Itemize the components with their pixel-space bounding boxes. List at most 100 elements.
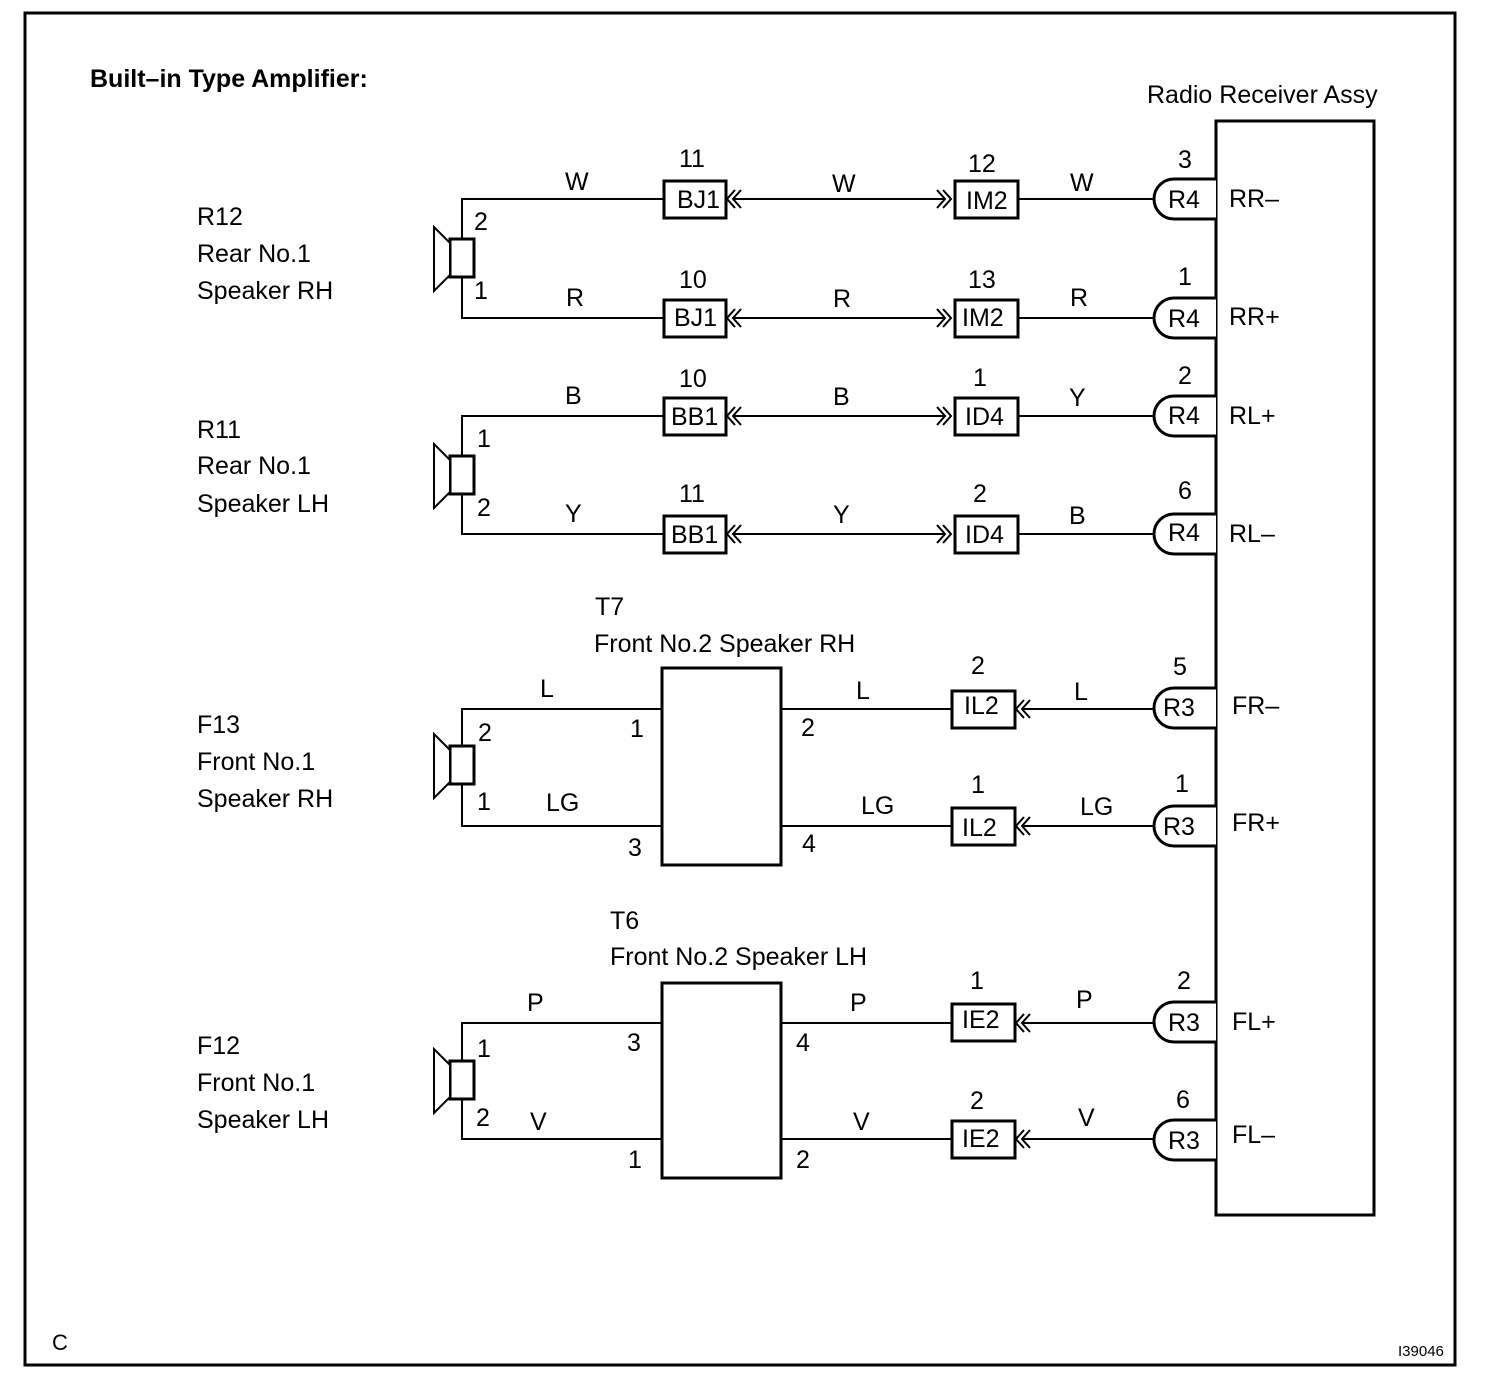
wire-color: W (832, 170, 856, 198)
radio-pin: 1 (1178, 263, 1192, 291)
speaker-icon (433, 1046, 476, 1116)
junction-connector: ID4 (965, 521, 1004, 549)
junction-connector: ID4 (965, 403, 1004, 431)
radio-terminal: FL+ (1232, 1008, 1276, 1036)
junction-connector: IM2 (962, 304, 1004, 332)
figure-id: I39046 (1398, 1343, 1444, 1360)
pin-bottom: 1 (477, 788, 491, 816)
tweeter-name: Front No.2 Speaker RH (594, 630, 855, 658)
tweeter-pin-in: 3 (627, 1029, 641, 1057)
tweeter-pin-in: 1 (630, 715, 644, 743)
junction-connector: BB1 (671, 403, 718, 431)
radio-pin: 1 (1175, 770, 1189, 798)
radio-terminal: RL+ (1229, 402, 1276, 430)
radio-receiver-box (1214, 119, 1376, 1217)
speaker-name-line1: Rear No.1 (197, 240, 311, 268)
junction-connector: IM2 (966, 187, 1008, 215)
tweeter-pin-in: 1 (628, 1146, 642, 1174)
speaker-icon (433, 731, 476, 801)
speaker-name-line2: Speaker LH (197, 1106, 329, 1134)
wire-color: V (1078, 1104, 1095, 1132)
connector-pin: 2 (970, 1087, 984, 1115)
wire-color: V (853, 1108, 870, 1136)
connector-pin: 1 (973, 364, 987, 392)
wire-color: P (527, 989, 544, 1017)
junction-connector: IE2 (962, 1006, 1000, 1034)
connector-pin: 10 (679, 365, 707, 393)
radio-pin: 6 (1178, 477, 1192, 505)
wire-color: LG (861, 792, 894, 820)
radio-terminal: RL– (1229, 520, 1275, 548)
radio-terminal: FL– (1232, 1121, 1275, 1149)
tweeter-name: Front No.2 Speaker LH (610, 943, 867, 971)
speaker-name-line2: Speaker RH (197, 277, 333, 305)
speaker-icon (433, 224, 476, 294)
tweeter-pin-out: 2 (796, 1146, 810, 1174)
tweeter-pin-out: 4 (802, 830, 816, 858)
radio-connector: R3 (1168, 1009, 1200, 1037)
radio-connector: R4 (1168, 186, 1200, 214)
tweeter-code: T6 (610, 907, 639, 935)
connector-pin: 11 (679, 480, 705, 508)
junction-connector: BJ1 (677, 186, 720, 214)
pin-top: 2 (478, 719, 492, 747)
speaker-name-line1: Front No.1 (197, 1069, 315, 1097)
wire-color: B (833, 383, 850, 411)
radio-terminal: RR+ (1229, 303, 1280, 331)
speaker-code: R12 (197, 203, 243, 231)
speaker-icon (433, 441, 476, 511)
speaker-f13-group: T7 Front No.2 Speaker RH F13 Front No.1 … (197, 593, 1280, 867)
radio-connector: R3 (1163, 813, 1195, 841)
junction-connector: IL2 (962, 814, 997, 842)
speaker-r11-group: R11 Rear No.1 Speaker LH 1 2 B 10 BB1 B … (197, 362, 1276, 556)
radio-connector: R3 (1163, 694, 1195, 722)
radio-pin: 3 (1178, 146, 1192, 174)
speaker-code: R11 (197, 416, 241, 444)
tweeter-box (660, 981, 783, 1180)
pin-top: 1 (477, 425, 491, 453)
diagram-frame (23, 11, 1457, 1367)
connector-pin: 2 (973, 480, 987, 508)
radio-connector: R3 (1168, 1127, 1200, 1155)
junction-connector: BB1 (671, 521, 718, 549)
wire-color: W (565, 168, 589, 196)
wire-color: L (540, 675, 554, 703)
radio-terminal: RR– (1229, 185, 1279, 213)
connector-pin: 13 (968, 266, 996, 294)
junction-connector: IE2 (962, 1125, 1000, 1153)
wire-color: L (1074, 678, 1088, 706)
speaker-r12-group: R12 Rear No.1 Speaker RH 2 1 W 11 BJ1 W … (197, 145, 1280, 340)
speaker-code: F12 (197, 1032, 240, 1060)
wire-color: LG (546, 789, 579, 817)
radio-terminal: FR– (1232, 692, 1279, 720)
radio-pin: 5 (1173, 653, 1187, 681)
connector-pin: 1 (970, 967, 984, 995)
pin-top: 1 (477, 1035, 491, 1063)
diagram-title: Built–in Type Amplifier: (90, 65, 368, 93)
wire-color: R (1070, 284, 1088, 312)
wire-color: Y (1069, 384, 1086, 412)
tweeter-pin-in: 3 (628, 834, 642, 862)
connector-pin: 2 (971, 652, 985, 680)
wire-color: R (566, 284, 584, 312)
pin-bottom: 2 (476, 1104, 490, 1132)
wire-color: B (565, 382, 582, 410)
wire-color: B (1069, 502, 1086, 530)
speaker-name-line1: Front No.1 (197, 748, 315, 776)
tweeter-pin-out: 4 (796, 1029, 810, 1057)
radio-pin: 6 (1176, 1086, 1190, 1114)
tweeter-pin-out: 2 (801, 714, 815, 742)
tweeter-box (660, 666, 783, 867)
speaker-name-line2: Speaker RH (197, 785, 333, 813)
speaker-code: F13 (197, 711, 240, 739)
wire-color: R (833, 285, 851, 313)
speaker-name-line2: Speaker LH (197, 490, 329, 518)
wire-color: W (1070, 169, 1094, 197)
radio-connector: R4 (1168, 305, 1200, 333)
connector-pin: 10 (679, 266, 707, 294)
pin-bottom: 1 (474, 277, 488, 305)
connector-pin: 1 (971, 771, 985, 799)
wire-color: L (856, 677, 870, 705)
junction-connector: BJ1 (674, 304, 717, 332)
